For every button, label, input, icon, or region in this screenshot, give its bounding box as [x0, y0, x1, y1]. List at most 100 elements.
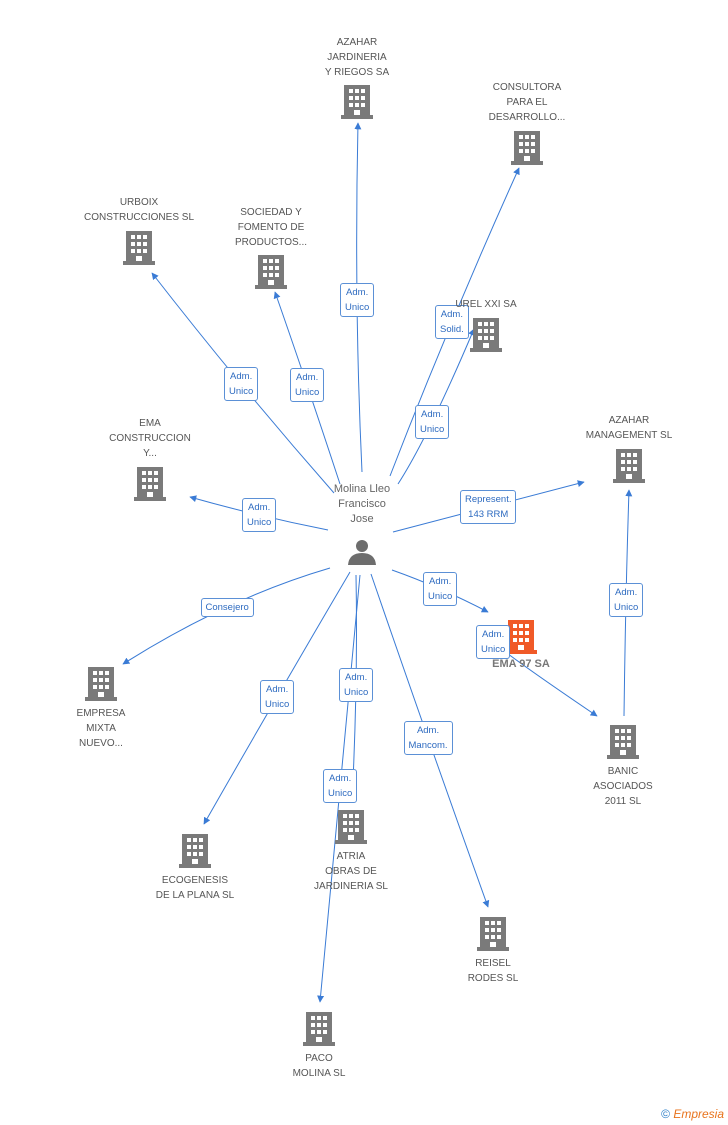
relation-label-sociedad-fomento[interactable]: Adm.Unico: [290, 368, 325, 402]
building-icon-azahar-management[interactable]: [613, 449, 645, 483]
relation-label-line: Solid.: [440, 324, 464, 335]
person-name-line: Francisco: [338, 498, 386, 510]
company-name-line: AZAHAR: [608, 415, 650, 426]
relation-label-ecogenesis[interactable]: Adm. Unico: [260, 680, 295, 714]
relation-label-line: Adm.: [345, 672, 368, 683]
relation-label-line: Unico: [229, 386, 254, 397]
company-name-line: 2011 SL: [604, 796, 642, 807]
relation-label-line: Adm.: [266, 684, 289, 695]
relation-label-reisel[interactable]: Adm.Mancom.: [403, 721, 453, 755]
brand-logo: Empresia: [673, 1107, 724, 1121]
relation-label-line: Represent.: [465, 494, 512, 505]
relation-label-line: Unico: [344, 687, 369, 698]
company-name-line: UREL XXI SA: [455, 299, 517, 310]
relation-label-paco-molina[interactable]: Adm.Unico: [323, 769, 358, 803]
relation-label-line: Unico: [328, 788, 353, 799]
company-name-line: MIXTA: [86, 723, 116, 734]
building-icon-empresa-mixta[interactable]: [85, 667, 117, 701]
company-name-urboix[interactable]: URBOIX CONSTRUCCIONES SL: [69, 195, 209, 225]
company-name-line: PRODUCTOS...: [234, 237, 308, 248]
company-name-line: JARDINERIA SL: [314, 881, 388, 892]
company-name-line: FOMENTO DE: [237, 222, 305, 233]
company-name-line: CONSTRUCCIONES SL: [83, 212, 194, 223]
building-icon-urboix[interactable]: [123, 231, 155, 265]
relation-label-line: Unico: [614, 602, 639, 613]
company-name-line: MOLINA SL: [292, 1068, 346, 1079]
company-name-line: BANIC: [607, 766, 639, 777]
nodes-layer: [85, 85, 645, 1046]
building-icon-atria[interactable]: [335, 810, 367, 844]
company-name-paco-molina[interactable]: PACO MOLINA SL: [249, 1051, 389, 1081]
relation-label-line: Adm.: [615, 587, 638, 598]
building-icon-ema-construccion[interactable]: [134, 467, 166, 501]
relation-label-line: Unico: [420, 424, 445, 435]
company-name-sociedad-fomento[interactable]: SOCIEDAD Y FOMENTO DE PRODUCTOS...: [201, 205, 341, 250]
person-name-line: Jose: [350, 513, 374, 525]
company-name-line: ASOCIADOS: [593, 781, 653, 792]
building-icon-paco-molina[interactable]: [303, 1012, 335, 1046]
company-name-line: ECOGENESIS: [161, 875, 229, 886]
building-icon-reisel[interactable]: [477, 917, 509, 951]
relation-label-line: Consejero: [205, 601, 249, 613]
building-icon-banic[interactable]: [607, 725, 639, 759]
relation-label-consultora[interactable]: Adm. Solid.: [435, 305, 469, 339]
company-name-line: EMA: [139, 418, 161, 429]
company-name-reisel[interactable]: REISEL RODES SL: [423, 956, 563, 986]
company-name-atria[interactable]: ATRIA OBRAS DE JARDINERIA SL: [281, 849, 421, 894]
relation-label-azahar-management[interactable]: Represent.143 RRM: [460, 490, 517, 524]
relation-label-ema97->banic[interactable]: Adm. Unico: [476, 625, 511, 659]
company-name-ema97[interactable]: EMA 97 SA: [451, 657, 591, 672]
company-name-line: REISEL: [475, 958, 511, 969]
relation-label-line: Adm.: [421, 409, 444, 420]
company-name-line: ATRIA: [336, 851, 366, 862]
relation-label-atria[interactable]: Adm. Unico: [339, 668, 374, 702]
company-name-line: EMA 97 SA: [492, 658, 550, 670]
company-name-line: Y RIEGOS SA: [324, 67, 390, 78]
building-icon-urel[interactable]: [470, 318, 502, 352]
company-name-banic[interactable]: BANIC ASOCIADOS 2011 SL: [553, 764, 693, 809]
company-name-line: CONSTRUCCION: [109, 433, 191, 444]
relation-label-ema-construccion[interactable]: Adm.Unico: [242, 498, 277, 532]
relation-label-ema97[interactable]: Adm. Unico: [423, 572, 458, 606]
company-name-line: CONSULTORA: [492, 82, 562, 93]
relation-label-line: Unico: [247, 517, 272, 528]
relation-label-line: Unico: [428, 591, 453, 602]
building-icon-azahar-jardineria[interactable]: [341, 85, 373, 119]
company-name-azahar-management[interactable]: AZAHAR MANAGEMENT SL: [559, 413, 699, 443]
relation-label-line: Adm.: [482, 629, 505, 640]
relation-label-line: Adm.: [429, 576, 452, 587]
company-name-line: SOCIEDAD Y: [240, 207, 302, 218]
company-name-line: DESARROLLO...: [488, 112, 566, 123]
company-name-line: OBRAS DE: [325, 866, 377, 877]
relation-label-line: Adm.: [230, 371, 253, 382]
building-icon-consultora[interactable]: [511, 131, 543, 165]
company-name-line: MANAGEMENT SL: [585, 430, 673, 441]
company-name-line: RODES SL: [467, 973, 519, 984]
relation-label-line: Adm.: [416, 725, 440, 736]
copyright-icon: ©: [661, 1107, 670, 1121]
relation-label-banic->azahar-management[interactable]: Adm. Unico: [609, 583, 644, 617]
person-name-line: Molina Lleo: [333, 483, 391, 495]
building-icon-ecogenesis[interactable]: [179, 834, 211, 868]
relation-label-empresa-mixta[interactable]: Consejero: [200, 597, 254, 617]
relation-label-azahar-jardineria[interactable]: Adm.Unico: [340, 283, 375, 317]
building-icon-sociedad-fomento[interactable]: [255, 255, 287, 289]
relation-label-urel[interactable]: Adm. Unico: [415, 405, 450, 439]
company-name-line: URBOIX: [119, 197, 159, 208]
brand-watermark: © Empresia: [661, 1107, 724, 1121]
company-name-line: PACO: [305, 1053, 333, 1064]
relation-label-urboix[interactable]: Adm. Unico: [224, 367, 259, 401]
company-name-urel[interactable]: UREL XXI SA: [416, 297, 556, 312]
relation-label-line: Unico: [345, 302, 370, 313]
relation-label-line: Adm.: [440, 309, 463, 320]
relation-label-line: Unico: [265, 699, 290, 710]
person-icon[interactable]: [348, 540, 376, 565]
relation-label-line: Unico: [481, 644, 506, 655]
